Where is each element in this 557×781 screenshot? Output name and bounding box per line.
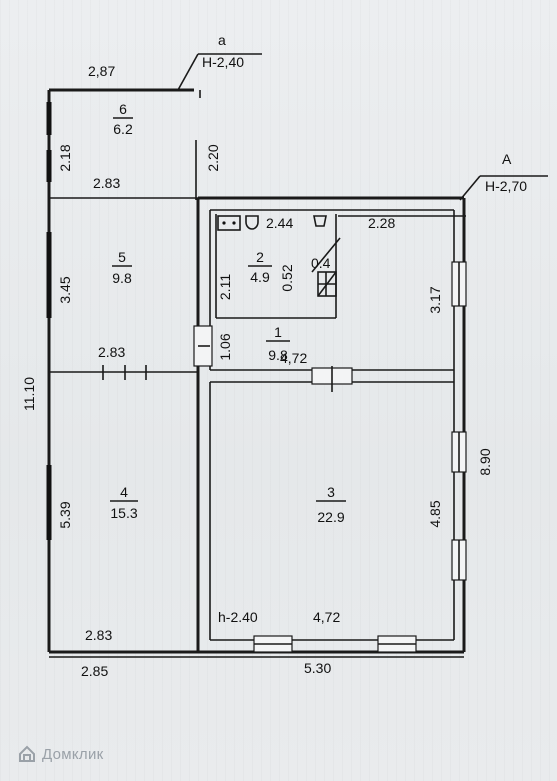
dim-room6-width: 2.83 [93,175,120,191]
room-4-label: 4 15.3 [110,484,138,521]
watermark-text: Домклик [42,745,104,763]
dim-room4-height: 5.39 [57,501,73,528]
door-annex-corridor [193,325,213,367]
room-labels: 6 6.2 5 9.8 4 15.3 2 4.9 1 9.8 3 22.9 [110,101,346,525]
dim-right-upper-height: 3.17 [427,286,443,313]
house-leader [459,175,548,201]
dim-room5-height: 3.45 [57,276,73,303]
svg-text:6: 6 [119,101,127,117]
door-room5-room4 [102,365,147,380]
dim-top-annex: 2,87 [88,63,115,79]
svg-text:6.2: 6.2 [113,121,133,137]
bath-icon [313,215,327,227]
svg-text:9.8: 9.8 [112,270,132,286]
door-room1-room3 [311,366,353,392]
dim-right-total-height: 8.90 [477,448,493,475]
dim-room5-width: 2.83 [98,344,125,360]
annex-leader [177,53,262,98]
dim-room4-bottom: 2.83 [85,627,112,643]
svg-text:15.3: 15.3 [110,505,137,521]
svg-text:2: 2 [256,249,264,265]
dim-room6-height-right: 2.20 [205,144,221,171]
dim-room2-height: 2.11 [217,274,233,300]
dim-total-left-height: 11.10 [21,377,37,411]
svg-text:4: 4 [120,484,128,500]
vertical-dimensions: 2.18 2.20 3.45 11.10 5.39 2.11 0.52 3.17… [21,144,493,528]
main-house-walls [198,196,466,654]
house-height: Н-2,70 [485,178,527,194]
svg-text:4.9: 4.9 [250,269,270,285]
main-bottom-windows [253,635,417,653]
dim-corridor-height: 1.06 [217,333,233,360]
svg-text:22.9: 22.9 [317,509,344,525]
horizontal-dimensions: 2,87 2.83 2.83 2.83 2.85 5.30 2.44 2.28 … [81,63,395,679]
dim-stair-width: 0.4 [311,255,331,271]
room-3-label: 3 22.9 [316,484,346,525]
svg-text:1: 1 [274,324,282,340]
svg-text:3: 3 [327,484,335,500]
toilet-icon [245,215,259,230]
dim-stair-height: 0.52 [279,264,295,291]
building-labels: а Н-2,40 А Н-2,70 [202,32,527,194]
dim-right-bottom: 5.30 [304,660,331,676]
room-1-label: 1 9.8 [266,324,290,363]
room3-ceiling-height: h-2.40 [218,609,258,625]
main-right-windows [451,261,467,581]
house-letter: А [502,151,512,167]
room-6-label: 6 6.2 [113,101,133,137]
watermark: Домклик [18,742,104,766]
bathroom-fixtures [217,215,337,297]
dim-room3-bottom: 4,72 [313,609,340,625]
sink-icon [217,215,241,231]
annex-letter: а [218,32,226,48]
annex-height: Н-2,40 [202,54,244,70]
dimension-lines [49,215,466,658]
svg-text:5: 5 [118,249,126,265]
dim-room6-height-left: 2.18 [57,144,73,171]
dim-room3-height: 4.85 [427,500,443,527]
dim-room2-width: 2.44 [266,215,293,231]
dim-room3-top: 4,72 [280,350,307,366]
dim-room2-right: 2.28 [368,215,395,231]
domklik-house-icon [19,745,35,762]
annex-walls [47,88,200,654]
room-5-label: 5 9.8 [112,249,132,286]
svg-text:9.8: 9.8 [268,347,288,363]
room-2-label: 2 4.9 [248,249,272,285]
dim-left-bottom: 2.85 [81,663,108,679]
